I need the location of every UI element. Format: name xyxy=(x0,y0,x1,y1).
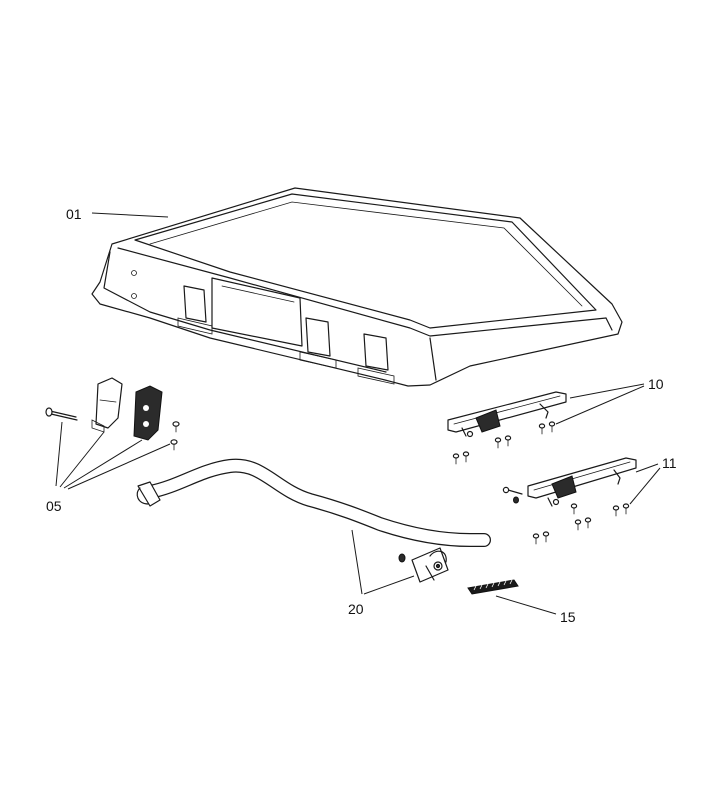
callout-01: 01 xyxy=(66,206,82,222)
leader-11-a xyxy=(635,463,659,473)
part-01-lid xyxy=(91,187,623,387)
leader-10-a xyxy=(569,383,645,399)
leader-05-a xyxy=(55,421,63,487)
leader-20-b xyxy=(363,575,415,595)
part-11-rail-lower xyxy=(502,457,637,507)
hinge-bracket xyxy=(91,377,123,433)
callout-11: 11 xyxy=(662,455,677,471)
leader-lines xyxy=(55,212,661,615)
hinge-screws xyxy=(170,421,180,451)
leader-20-a xyxy=(351,529,363,595)
part-10-screws xyxy=(452,421,556,465)
leader-05-b xyxy=(59,431,105,488)
part-11-screws xyxy=(532,503,630,545)
part-05-hinge-set xyxy=(45,377,180,451)
callout-labels: 01 05 10 11 20 15 xyxy=(46,206,677,625)
leader-05-d xyxy=(67,443,171,490)
leader-10-b xyxy=(555,385,645,425)
callout-15: 15 xyxy=(560,609,576,625)
leader-11-b xyxy=(629,467,661,505)
part-15-spring xyxy=(467,579,519,595)
callout-20: 20 xyxy=(348,601,364,617)
callout-05: 05 xyxy=(46,498,62,514)
leader-15 xyxy=(495,595,557,615)
leader-01 xyxy=(91,212,169,218)
part-20-handle-rod xyxy=(136,458,491,583)
hinge-bracket-dark xyxy=(133,385,163,441)
part-10-rail-upper xyxy=(447,391,567,438)
callout-10: 10 xyxy=(648,376,664,392)
leader-05-c xyxy=(63,439,143,489)
hinge-pin xyxy=(45,407,78,421)
